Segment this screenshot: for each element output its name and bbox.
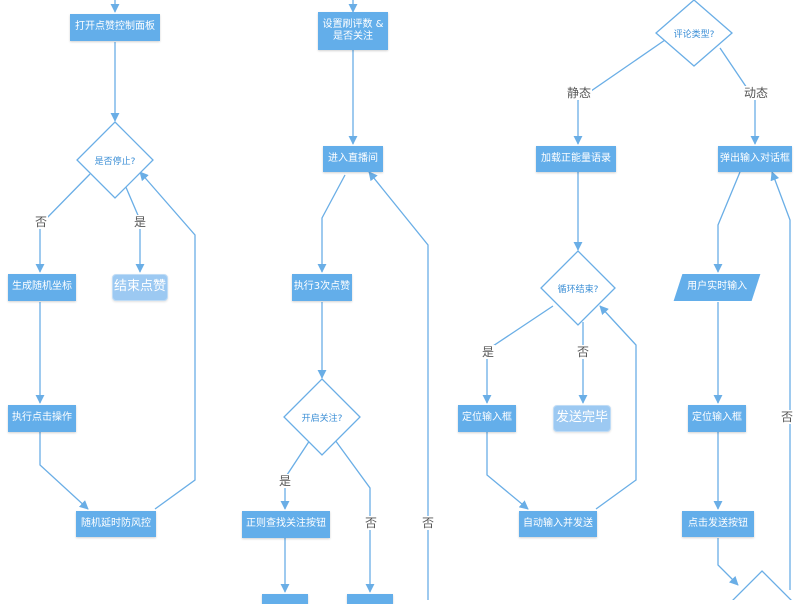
user-input-node[interactable]: 用户实时输入 <box>673 274 761 301</box>
edge <box>719 47 760 145</box>
no-edge-label: 否 <box>34 215 49 229</box>
locate-input-node-2[interactable]: 定位输入框 <box>688 405 746 432</box>
edge <box>573 39 666 145</box>
finished-node[interactable]: 发送完毕 <box>553 405 611 432</box>
open-panel-node[interactable]: 打开点赞控制面板 <box>70 14 160 41</box>
no-edge-label: 否 <box>576 345 591 359</box>
edge <box>139 171 196 510</box>
no-edge-label: 否 <box>421 516 436 530</box>
edge <box>595 305 637 510</box>
decision-diamond <box>655 0 733 67</box>
follow-decision-text: 开启关注? <box>301 413 343 424</box>
stopped-decision-text: 是否停止? <box>94 156 136 167</box>
done-decision-text: 循环结束? <box>557 284 599 295</box>
click-node[interactable]: 执行点击操作 <box>8 405 76 432</box>
edge <box>39 432 89 510</box>
auto-input-node[interactable]: 自动输入并发送 <box>519 511 597 537</box>
locate-input-node[interactable]: 定位输入框 <box>458 405 516 432</box>
dynamic-edge-label: 动态 <box>743 86 770 100</box>
edge <box>770 171 791 590</box>
decision-diamond <box>76 121 154 199</box>
end-node[interactable]: 结束点赞 <box>112 274 168 301</box>
yes-edge-label: 是 <box>133 215 148 229</box>
type-decision-text: 评论类型? <box>673 29 715 40</box>
find-follow-node[interactable]: 正则查找关注按钮 <box>242 511 330 538</box>
user-input-label: 用户实时输入 <box>687 281 747 293</box>
load-text-node[interactable]: 加载正能量语录 <box>536 146 616 172</box>
yes-edge-label: 是 <box>278 474 293 488</box>
edge <box>486 432 529 510</box>
no-edge-label: 否 <box>364 516 379 530</box>
decision-diamond <box>283 378 361 456</box>
gen-coords-node[interactable]: 生成随机坐标 <box>8 274 76 301</box>
edge <box>317 174 346 273</box>
next-step-node[interactable] <box>262 594 308 604</box>
next-step-node[interactable] <box>347 594 393 604</box>
yes-edge-label: 是 <box>481 345 496 359</box>
static-edge-label: 静态 <box>566 86 593 100</box>
random-sleep-node[interactable]: 随机延时防风控 <box>76 511 156 537</box>
edge <box>482 305 554 404</box>
execute-like-node[interactable]: 执行3次点赞 <box>292 274 352 301</box>
decision-diamond <box>540 250 616 326</box>
set-params-node[interactable]: 设置刷评数 & 是否关注 <box>318 12 388 50</box>
edge <box>713 171 741 273</box>
popup-node[interactable]: 弹出输入对话框 <box>718 146 792 172</box>
click-send-node[interactable]: 点击发送按钮 <box>682 511 754 537</box>
edge <box>334 439 375 593</box>
enter-live-node[interactable]: 进入直播间 <box>323 146 383 172</box>
edge <box>717 538 739 586</box>
decision-diamond <box>732 570 792 600</box>
edge <box>368 171 429 600</box>
no-edge-label: 否 <box>780 410 795 424</box>
